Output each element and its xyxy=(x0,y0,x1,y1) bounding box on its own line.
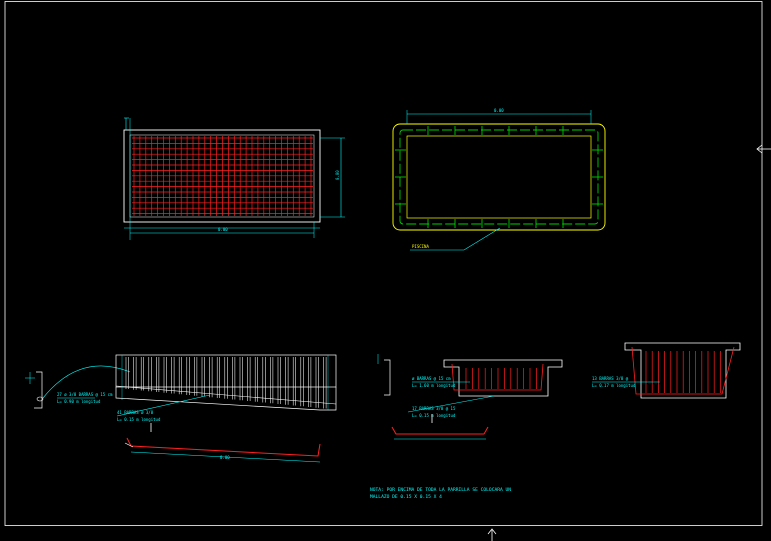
short-bent-bar[interactable] xyxy=(391,426,489,435)
arrow-up-crosshair-icon[interactable] xyxy=(487,528,497,541)
short-u-section xyxy=(443,359,563,397)
pool-label-leader xyxy=(410,227,501,251)
pool-label: PISCINA xyxy=(412,244,429,249)
long-bent-bar[interactable] xyxy=(126,437,321,457)
right-callout-line1: 13 BARRAS 3/8 @ xyxy=(592,376,629,381)
pool-beam-dashed xyxy=(399,129,599,225)
slab-outline xyxy=(123,129,321,223)
right-u-section xyxy=(624,342,741,399)
pool-outer-outline xyxy=(392,123,606,231)
short-callout-2-line2: L= 0.15 m longitud xyxy=(412,413,456,418)
long-section-body xyxy=(115,354,337,388)
right-vertical-bars xyxy=(645,351,721,393)
short-callout-1-line2: L= 1.60 m longitud xyxy=(412,383,456,388)
long-bottom-dimension: 0.00 xyxy=(220,455,230,460)
callout-curve xyxy=(42,365,131,399)
long-callout-1-line2: L= 0.90 m longitud xyxy=(57,399,101,404)
short-vertical-bars xyxy=(465,368,537,389)
section-short[interactable]: ø BARRAS @ 15 cm L= 1.60 m longitud 17 B… xyxy=(377,354,563,440)
pool-top-dimension-label: 0.00 xyxy=(494,108,504,113)
short-hook-detail xyxy=(384,359,391,396)
long-callout-2-line2: L= 0.15 m longitud xyxy=(117,417,161,422)
drawing-note[interactable]: NOTA: POR ENCIMA DE TODA LA PARRILLA SE … xyxy=(370,487,511,500)
pool-column-ticks xyxy=(395,126,603,228)
section-right[interactable]: 13 BARRAS 3/8 @ L= 0.17 m longitud xyxy=(592,342,741,399)
drawing-frame xyxy=(4,1,763,526)
width-dimension-label: 0.00 xyxy=(218,227,228,232)
vertical-bars xyxy=(115,357,337,409)
pool-inner-outline xyxy=(406,135,592,219)
plan-pool[interactable]: 0.00 PISCINA xyxy=(392,108,606,251)
long-callout-1-line1: 27 ø 3/8 BARRAS @ 15 cm xyxy=(57,392,113,397)
long-slope-line xyxy=(115,385,337,405)
short-callout-1-line1: ø BARRAS @ 15 cm xyxy=(412,376,451,381)
short-callout-2-line1: 17 BARRAS 3/8 @ 15 xyxy=(412,406,456,411)
height-dimension-label: 0.00 xyxy=(335,170,340,180)
long-callout-2-line1: 41 BARRAS ø 3/8 xyxy=(117,410,154,415)
arrow-left-crosshair-icon[interactable] xyxy=(756,144,771,154)
rebar-mesh xyxy=(132,136,313,216)
note-line-2: MALLAZO DE 0.15 X 0.15 X 4 xyxy=(370,494,442,500)
side-hook-detail xyxy=(34,371,43,409)
section-longitudinal[interactable]: 27 ø 3/8 BARRAS @ 15 cm L= 0.90 m longit… xyxy=(25,354,337,463)
right-callout-line2: L= 0.17 m longitud xyxy=(592,383,636,388)
plan-rebar-grid[interactable]: 0.00 0.00 xyxy=(123,117,345,240)
note-line-1: NOTA: POR ENCIMA DE TODA LA PARRILLA SE … xyxy=(370,487,511,493)
